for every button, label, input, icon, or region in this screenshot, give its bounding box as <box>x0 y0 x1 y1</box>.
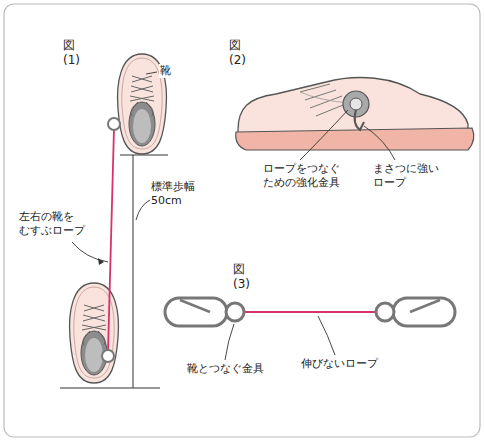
part-label: 伸びないロープ <box>300 357 379 371</box>
part-label: ロープをつなぐ ための強化金具 <box>262 162 341 190</box>
part-label: 靴とつなぐ金具 <box>186 362 265 376</box>
figure-title: 図(3) <box>232 262 251 292</box>
part-label: まさつに強い ロープ <box>372 162 440 190</box>
part-label: 左右の靴を むすぶロープ <box>18 210 86 238</box>
figure-title: 図(1) <box>62 38 81 68</box>
part-label: 靴 <box>159 64 172 78</box>
dimension-label: 標準歩幅 50cm <box>150 180 196 208</box>
figure-title: 図(2) <box>228 38 247 68</box>
